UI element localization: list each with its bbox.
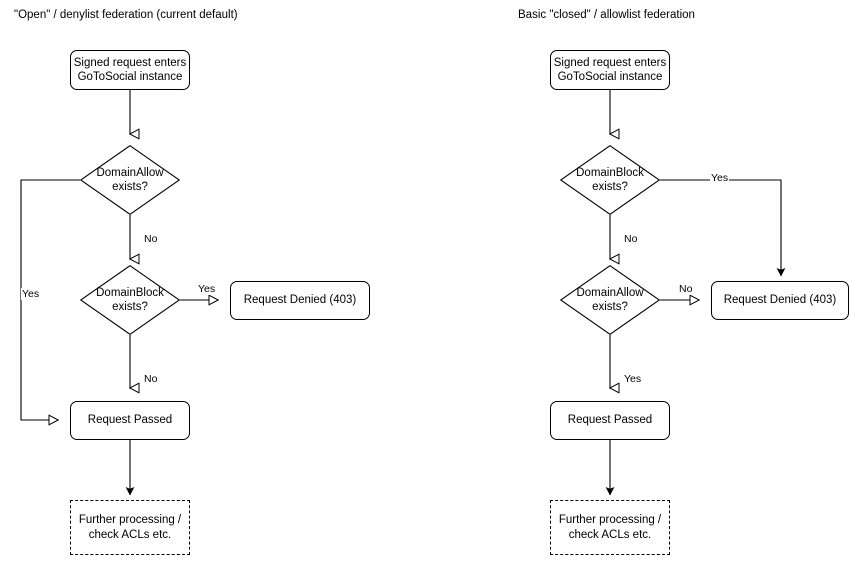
node-request-denied-left: Request Denied (403): [230, 281, 370, 320]
node-start-right: Signed request enters GoToSocial instanc…: [550, 50, 670, 90]
edge-label-right-block-no: No: [623, 233, 639, 245]
edge-label-right-block-yes: Yes: [710, 172, 730, 184]
node-start-left-label: Signed request enters GoToSocial instanc…: [73, 56, 187, 84]
node-decision-domainblock-left: DomainBlock exists?: [80, 265, 180, 335]
node-further-processing-left: Further processing / check ACLs etc.: [70, 500, 190, 555]
node-decision-domainallow-right-label: DomainAllow exists?: [576, 286, 644, 314]
edge-label-right-allow-yes: Yes: [623, 373, 643, 385]
edge-label-left-allow-yes: Yes: [21, 288, 41, 300]
node-decision-domainblock-right-label: DomainBlock exists?: [576, 166, 644, 194]
node-further-processing-left-label: Further processing / check ACLs etc.: [78, 514, 182, 541]
node-request-denied-left-label: Request Denied (403): [243, 294, 357, 307]
edge-right-block-yes: [660, 179, 786, 277]
edge-label-right-allow-no: No: [678, 283, 694, 295]
node-request-passed-left: Request Passed: [70, 401, 190, 440]
edge-label-left-block-no: No: [143, 373, 159, 385]
node-decision-domainallow-left-label: DomainAllow exists?: [96, 166, 164, 194]
node-further-processing-right: Further processing / check ACLs etc.: [550, 500, 670, 555]
node-start-left: Signed request enters GoToSocial instanc…: [70, 50, 190, 90]
column-title-allowlist: Basic "closed" / allowlist federation: [518, 9, 695, 21]
edge-left-allow-yes: [20, 179, 80, 426]
node-request-denied-right: Request Denied (403): [711, 281, 849, 320]
column-title-denylist: "Open" / denylist federation (current de…: [14, 9, 238, 21]
node-decision-domainallow-right: DomainAllow exists?: [560, 265, 660, 335]
node-further-processing-right-label: Further processing / check ACLs etc.: [558, 514, 662, 541]
node-request-denied-right-label: Request Denied (403): [723, 294, 837, 307]
node-request-passed-right: Request Passed: [550, 401, 670, 440]
node-request-passed-right-label: Request Passed: [567, 414, 653, 427]
node-request-passed-left-label: Request Passed: [87, 414, 173, 427]
node-decision-domainblock-left-label: DomainBlock exists?: [96, 286, 164, 314]
edge-label-left-allow-no: No: [143, 233, 159, 245]
edge-label-left-block-yes: Yes: [197, 283, 217, 295]
node-start-right-label: Signed request enters GoToSocial instanc…: [553, 56, 667, 84]
node-decision-domainallow-left: DomainAllow exists?: [80, 145, 180, 215]
node-decision-domainblock-right: DomainBlock exists?: [560, 145, 660, 215]
